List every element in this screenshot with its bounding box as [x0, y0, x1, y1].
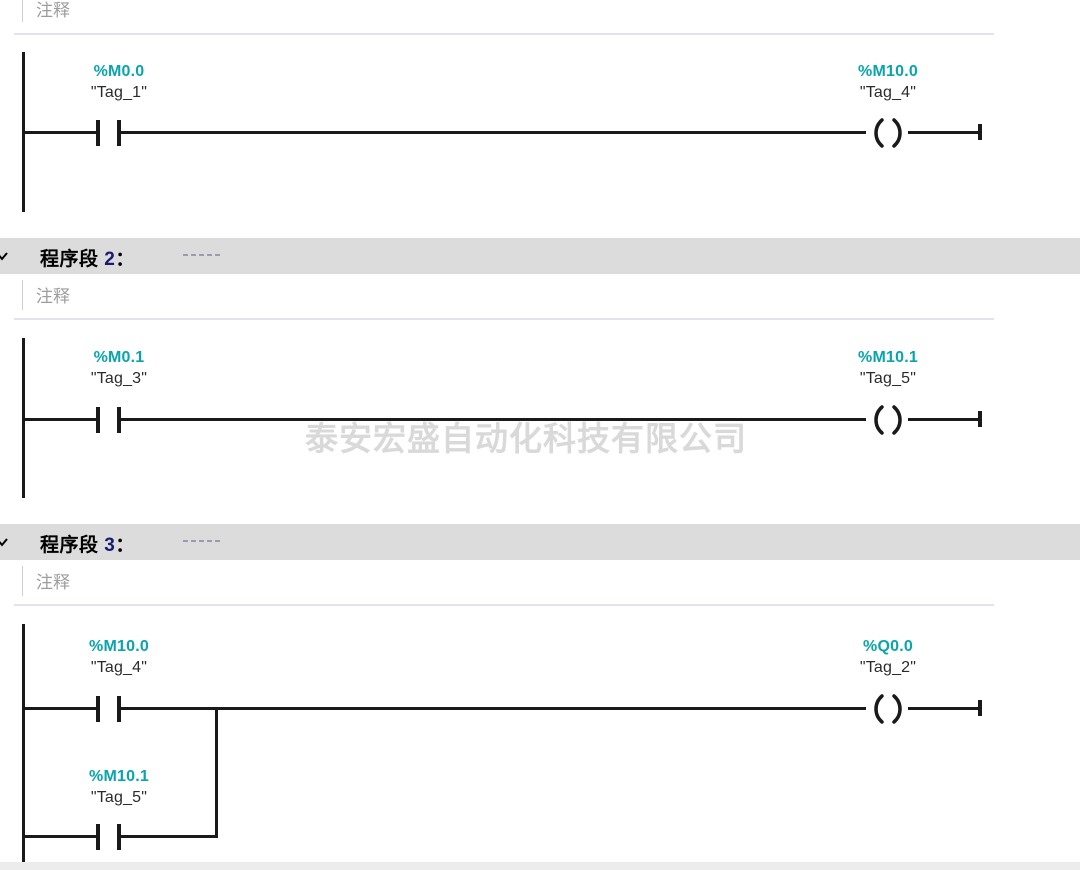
- rung-wire-mid: [121, 418, 866, 421]
- rung-wire: [22, 707, 96, 710]
- operand-label-M0-0[interactable]: %M0.0 "Tag_1": [58, 63, 180, 101]
- rung-end-tick: [978, 411, 982, 427]
- contact-bar-right: [117, 824, 121, 850]
- network-1-ladder[interactable]: %M0.0 "Tag_1" %M10.0 "Tag_4": [0, 0, 1080, 232]
- comment-indent-bar: [22, 0, 23, 22]
- contact-bar-right: [117, 120, 121, 146]
- operand-address: %M10.0: [89, 638, 149, 655]
- network-1-comment[interactable]: 注释: [36, 1, 70, 21]
- rung-wire: [22, 418, 96, 421]
- network-3-comment-separator: [14, 604, 994, 606]
- operand-address: %Q0.0: [863, 638, 913, 655]
- operand-address: %M0.0: [93, 63, 145, 80]
- contact-bar-left: [96, 120, 100, 146]
- operand-label-M10-0[interactable]: %M10.0 "Tag_4": [58, 638, 180, 676]
- operand-label-M10-1[interactable]: %M10.1 "Tag_5": [827, 349, 949, 387]
- contact-no-M10-1[interactable]: [96, 824, 121, 850]
- bottom-edge-strip: [0, 862, 1080, 870]
- rung-end-tick: [978, 700, 982, 716]
- network-number: 3: [104, 535, 116, 556]
- operand-label-M0-1[interactable]: %M0.1 "Tag_3": [58, 349, 180, 387]
- network-1-comment-row[interactable]: 注释: [0, 0, 1080, 34]
- network-3-comment-row[interactable]: 注释: [0, 566, 1080, 606]
- coil-M10-0[interactable]: [866, 118, 910, 148]
- network-word: 程序段: [40, 249, 99, 270]
- contact-bar-right: [117, 696, 121, 722]
- branch-connector-vertical: [215, 707, 218, 838]
- operand-tag: "Tag_5": [859, 369, 917, 387]
- network-2[interactable]: 程序段 2： 注释 %M0.1 "Tag_3" %M1: [0, 238, 1080, 518]
- rung-wire-mid: [121, 131, 866, 134]
- operand-tag: "Tag_2": [859, 658, 917, 676]
- network-2-comment-separator: [14, 318, 994, 320]
- operand-tag: "Tag_4": [859, 83, 917, 101]
- network-2-header[interactable]: 程序段 2：: [0, 238, 1080, 274]
- power-rail-left: [22, 624, 25, 862]
- network-1-comment-separator: [14, 33, 994, 35]
- network-2-comment[interactable]: 注释: [36, 287, 70, 307]
- network-1[interactable]: 注释 %M0.0 "Tag_1" %M10.0 "Tag_4": [0, 0, 1080, 232]
- contact-bar-left: [96, 696, 100, 722]
- rung-end-tick: [978, 124, 982, 140]
- network-3-title-placeholder[interactable]: [183, 540, 220, 542]
- operand-label-Q0-0[interactable]: %Q0.0 "Tag_2": [827, 638, 949, 676]
- network-3-title: 程序段 3：: [40, 530, 135, 557]
- comment-indent-bar: [22, 566, 23, 596]
- operand-label-M10-1[interactable]: %M10.1 "Tag_5": [58, 768, 180, 806]
- operand-address: %M0.1: [93, 349, 145, 366]
- contact-bar-left: [96, 824, 100, 850]
- rung-wire: [22, 131, 96, 134]
- chevron-down-icon[interactable]: [0, 535, 9, 549]
- network-number: 2: [104, 249, 116, 270]
- operand-address: %M10.1: [89, 768, 149, 785]
- network-word: 程序段: [40, 535, 99, 556]
- rung-wire-end: [908, 707, 982, 710]
- operand-tag: "Tag_1": [90, 83, 148, 101]
- contact-no-M10-0[interactable]: [96, 696, 121, 722]
- network-3-ladder[interactable]: %M10.0 "Tag_4" %Q0.0 "Tag_2" %M10.1 "Tag…: [0, 524, 1080, 870]
- network-colon: ：: [115, 249, 135, 270]
- network-2-title: 程序段 2：: [40, 244, 135, 271]
- contact-bar-right: [117, 407, 121, 433]
- network-3-header[interactable]: 程序段 3：: [0, 524, 1080, 560]
- operand-tag: "Tag_4": [90, 658, 148, 676]
- network-colon: ：: [115, 535, 135, 556]
- contact-bar-left: [96, 407, 100, 433]
- branch-wire: [22, 835, 96, 838]
- chevron-down-icon[interactable]: [0, 249, 9, 263]
- rung-wire-mid: [121, 707, 866, 710]
- operand-address: %M10.0: [858, 63, 918, 80]
- coil-Q0-0[interactable]: [866, 694, 910, 724]
- network-2-title-placeholder[interactable]: [183, 254, 220, 256]
- network-3[interactable]: 程序段 3： 注释: [0, 524, 1080, 870]
- contact-no-M0-0[interactable]: [96, 120, 121, 146]
- operand-tag: "Tag_3": [90, 369, 148, 387]
- rung-wire-end: [908, 131, 982, 134]
- contact-no-M0-1[interactable]: [96, 407, 121, 433]
- operand-address: %M10.1: [858, 349, 918, 366]
- network-2-comment-row[interactable]: 注释: [0, 280, 1080, 320]
- operand-tag: "Tag_5": [90, 788, 148, 806]
- comment-indent-bar: [22, 280, 23, 310]
- network-2-ladder[interactable]: %M0.1 "Tag_3" %M10.1 "Tag_5": [0, 238, 1080, 518]
- branch-wire-right: [121, 835, 218, 838]
- network-3-comment[interactable]: 注释: [36, 573, 70, 593]
- rung-wire-end: [908, 418, 982, 421]
- operand-label-M10-0[interactable]: %M10.0 "Tag_4": [827, 63, 949, 101]
- coil-M10-1[interactable]: [866, 405, 910, 435]
